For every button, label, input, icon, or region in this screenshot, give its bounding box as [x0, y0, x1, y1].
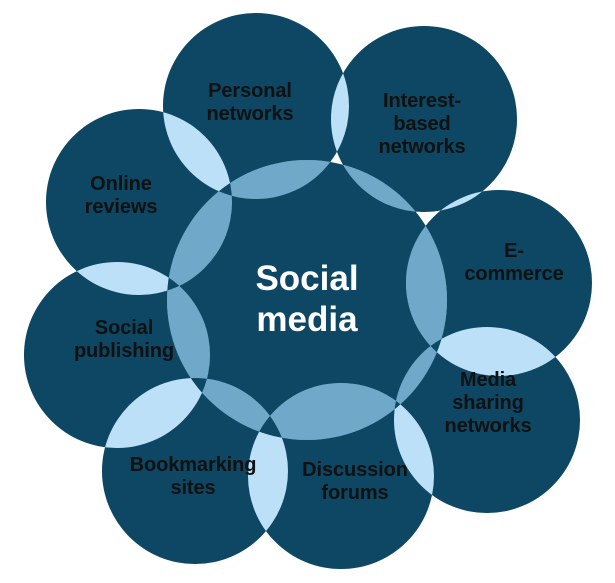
center-core-shape[interactable]	[24, 13, 592, 570]
center-core-group	[24, 13, 592, 570]
